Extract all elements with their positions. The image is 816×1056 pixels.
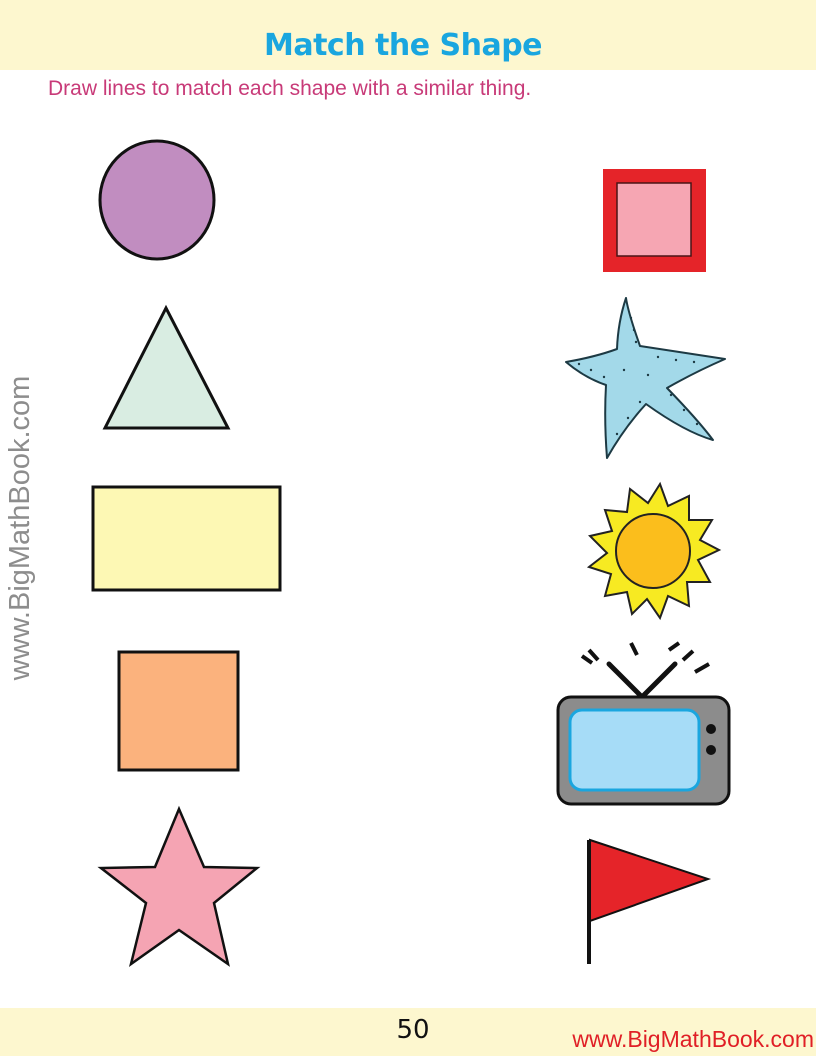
square-icon[interactable] [117,650,240,772]
sun-icon[interactable] [586,481,722,621]
header-band [0,0,816,70]
footer-band [0,1008,816,1056]
triangle-icon[interactable] [102,304,231,430]
page-title: Match the Shape [263,28,543,63]
picture-frame-icon[interactable] [603,169,706,272]
starfish-icon[interactable] [565,297,726,459]
page-number: 50 [396,1015,430,1045]
circle-icon[interactable] [98,139,216,261]
star-icon[interactable] [97,805,261,967]
television-icon[interactable] [556,641,731,806]
rectangle-icon[interactable] [91,485,282,592]
instructions: Draw lines to match each shape with a si… [48,77,532,100]
flag-icon[interactable] [587,838,712,964]
footer-url-link[interactable]: www.BigMathBook.com [572,1026,814,1052]
